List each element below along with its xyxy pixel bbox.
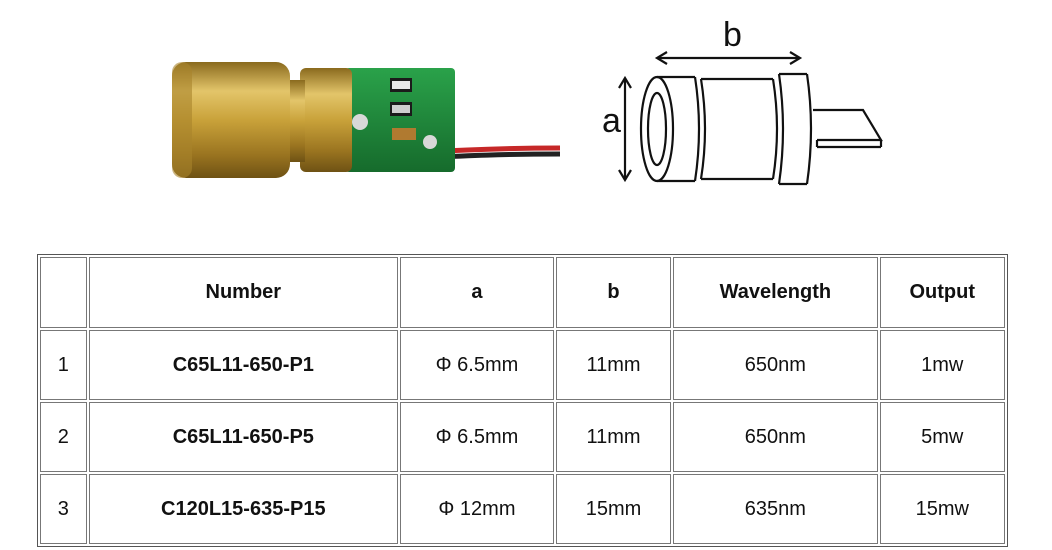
dimension-a-label: a [602, 102, 621, 140]
header-index [40, 257, 87, 328]
cell-wavelength: 650nm [673, 330, 878, 400]
header-number: Number [88, 257, 399, 328]
cell-number: C120L15-635-P15 [88, 474, 399, 544]
cell-index: 3 [40, 474, 87, 544]
specs-table: Number a b Wavelength Output 1 C65L11-65… [37, 254, 1008, 547]
table-row: 2 C65L11-650-P5 Φ 6.5mm 11mm 650nm 5mw [40, 402, 1005, 472]
dimension-drawing [618, 51, 883, 186]
table-header-row: Number a b Wavelength Output [40, 257, 1005, 328]
cell-a: Φ 12mm [400, 474, 554, 544]
cell-output: 1mw [879, 330, 1005, 400]
cell-wavelength: 650nm [673, 402, 878, 472]
header-b: b [555, 257, 672, 328]
table-row: 3 C120L15-635-P15 Φ 12mm 15mm 635nm 15mw [40, 474, 1005, 544]
cell-wavelength: 635nm [673, 474, 878, 544]
cell-output: 5mw [879, 402, 1005, 472]
cell-b: 15mm [555, 474, 672, 544]
header-a: a [400, 257, 554, 328]
cell-output: 15mw [879, 474, 1005, 544]
header-output: Output [879, 257, 1005, 328]
cell-index: 1 [40, 330, 87, 400]
header-wavelength: Wavelength [673, 257, 878, 328]
cell-a: Φ 6.5mm [400, 330, 554, 400]
cell-b: 11mm [555, 402, 672, 472]
dimension-b-label: b [723, 16, 742, 54]
laser-module-photo [172, 62, 561, 178]
cell-number: C65L11-650-P1 [88, 330, 399, 400]
cell-b: 11mm [555, 330, 672, 400]
cell-a: Φ 6.5mm [400, 402, 554, 472]
cell-index: 2 [40, 402, 87, 472]
cell-number: C65L11-650-P5 [88, 402, 399, 472]
table-row: 1 C65L11-650-P1 Φ 6.5mm 11mm 650nm 1mw [40, 330, 1005, 400]
